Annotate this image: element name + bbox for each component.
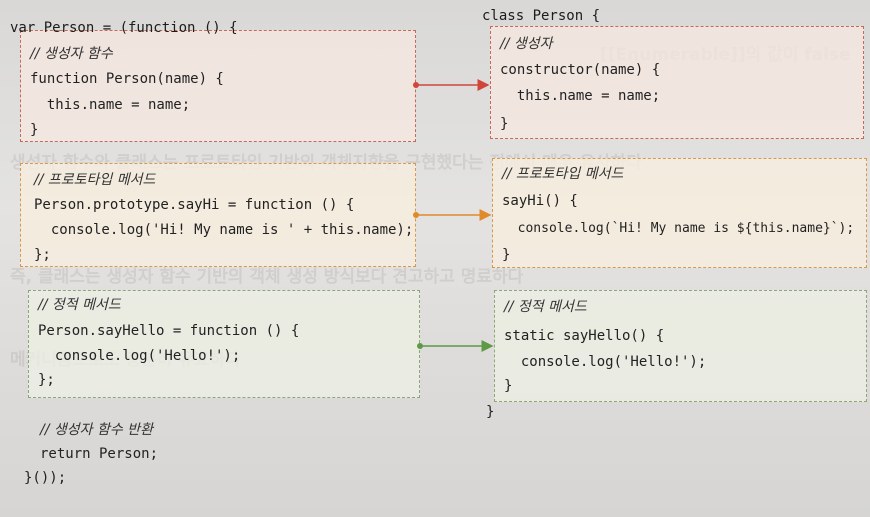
prototype-comment-right: // 프로토타입 메서드: [502, 166, 624, 182]
class-header: class Person {: [482, 8, 601, 24]
bleed-through-text: 즉, 클래스는 생성자 함수 기반의 객체 생성 방식보다 견고하고 명료하다: [10, 267, 524, 287]
static-line-3-left: };: [38, 372, 55, 388]
prototype-line-2-left: console.log('Hi! My name is ' + this.nam…: [34, 222, 414, 238]
constructor-line-1: function Person(name) {: [30, 71, 224, 87]
constructor-line-2: this.name = name;: [30, 97, 191, 113]
static-line-2-right: console.log('Hello!');: [504, 354, 707, 370]
prototype-comment-left: // 프로토타입 메서드: [34, 172, 156, 188]
prototype-line-2-right: console.log(`Hi! My name is ${this.name}…: [502, 221, 855, 236]
prototype-line-3-right: }: [502, 247, 511, 263]
constructor-line-3: }: [30, 122, 39, 138]
prototype-line-1-left: Person.prototype.sayHi = function () {: [34, 197, 355, 213]
prototype-line-3-left: };: [34, 247, 51, 263]
constructor-box-right: [490, 26, 864, 139]
constructor-line-2-right: this.name = name;: [500, 88, 661, 104]
prototype-method-box-left: [20, 163, 416, 267]
prototype-mapping-arrow: [413, 209, 492, 221]
constructor-line-3-right: }: [500, 116, 509, 132]
static-line-3-right: }: [504, 378, 513, 394]
static-method-box-left: [28, 290, 420, 398]
static-line-1-right: static sayHello() {: [504, 328, 665, 344]
prototype-method-box-right: [492, 158, 867, 268]
prototype-line-1-right: sayHi() {: [502, 193, 578, 209]
constructor-mapping-arrow: [413, 79, 490, 91]
constructor-comment: // 생성자 함수: [30, 46, 113, 62]
constructor-function-box: [20, 30, 416, 142]
static-comment-right: // 정적 메서드: [504, 299, 587, 315]
constructor-comment-right: // 생성자: [500, 36, 553, 52]
static-mapping-arrow: [417, 340, 494, 352]
iife-close: }());: [24, 470, 67, 486]
static-method-box-right: [494, 290, 867, 402]
iife-header: var Person = (function () {: [10, 20, 238, 36]
static-comment-left: // 정적 메서드: [38, 297, 121, 313]
return-comment: // 생성자 함수 반환: [40, 422, 153, 438]
static-line-1-left: Person.sayHello = function () {: [38, 323, 300, 339]
return-line: return Person;: [40, 446, 159, 462]
class-close: }: [486, 404, 495, 420]
static-line-2-left: console.log('Hello!');: [38, 348, 241, 364]
constructor-line-1-right: constructor(name) {: [500, 62, 661, 78]
